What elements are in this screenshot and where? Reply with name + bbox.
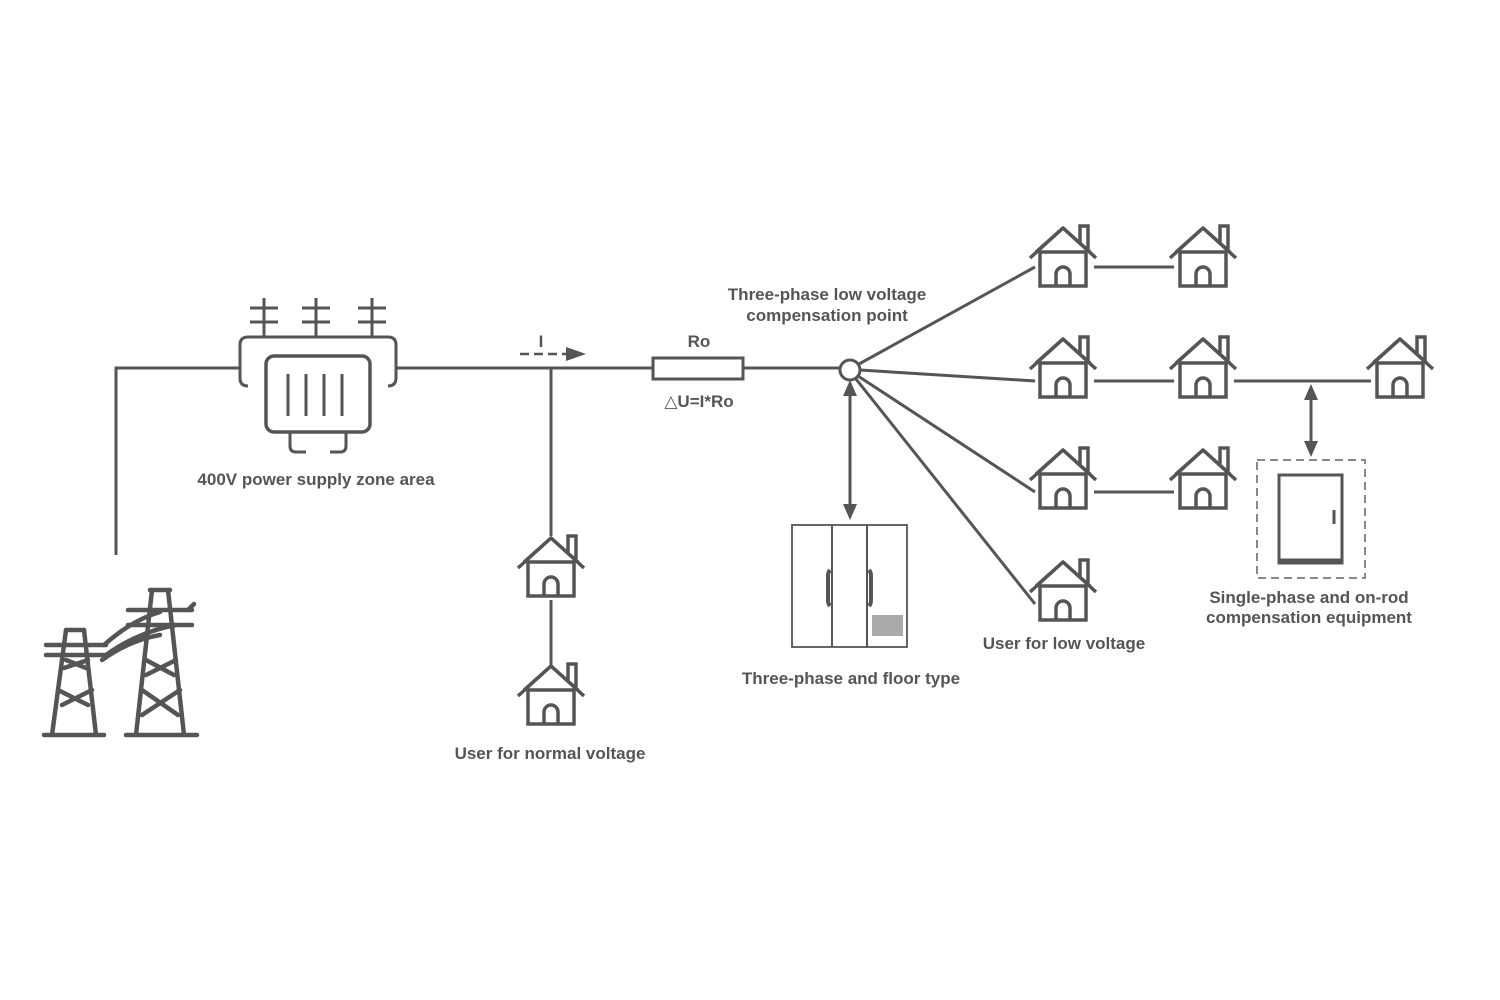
compensation-point <box>838 358 862 382</box>
normal-user-label: User for normal voltage <box>455 744 646 763</box>
floor-type-label: Three-phase and floor type <box>742 669 960 688</box>
house-icon <box>1168 224 1238 288</box>
house-icon <box>516 534 586 598</box>
compensation-point-label-line2: compensation point <box>746 306 908 325</box>
resistance-label: Ro <box>688 332 711 351</box>
house-icon <box>1168 446 1238 510</box>
cabinet-icon <box>791 524 908 648</box>
low-user-label: User for low voltage <box>983 634 1145 653</box>
house-icon <box>1365 335 1435 399</box>
compensation-point-label-line1: Three-phase low voltage <box>728 285 926 304</box>
single-phase-label-line1: Single-phase and on-rod <box>1209 588 1408 607</box>
power-tower-icon <box>41 587 200 738</box>
house-icon <box>516 662 586 726</box>
current-label: I <box>539 332 544 351</box>
house-icon <box>1028 224 1098 288</box>
single-phase-label-line2: compensation equipment <box>1206 608 1412 627</box>
house-icon <box>1168 335 1238 399</box>
resistor-ro <box>651 356 745 381</box>
pole-box-icon <box>1256 459 1366 579</box>
house-icon <box>1028 558 1098 622</box>
feed-line <box>114 366 240 555</box>
house-icon <box>1028 335 1098 399</box>
zone-area-label: 400V power supply zone area <box>197 470 435 489</box>
house-icon <box>1028 446 1098 510</box>
voltage-drop-label: △U=I*Ro <box>664 392 733 411</box>
transformer-icon <box>238 298 398 454</box>
